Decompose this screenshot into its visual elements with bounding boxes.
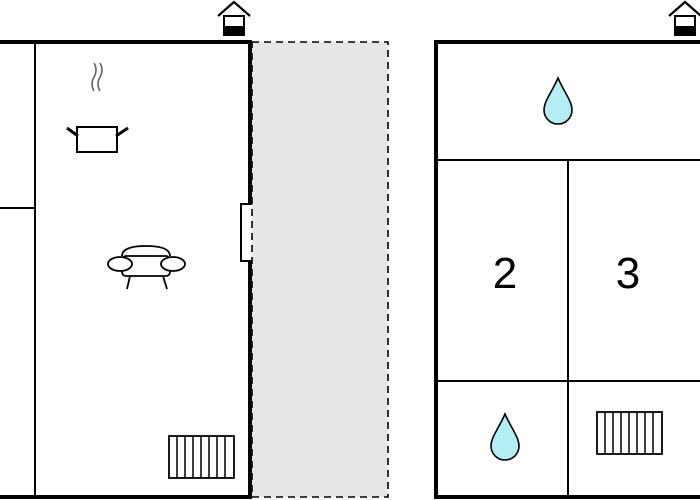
left-building: [0, 40, 262, 499]
entrance-house-icon: [668, 0, 700, 36]
radiator-icon: [168, 435, 235, 479]
cooking-pot-icon: [66, 62, 129, 153]
entrance-house-icon: [217, 0, 251, 36]
room-bedroom-2: 2: [493, 249, 517, 298]
radiator-icon: [596, 411, 663, 455]
room-number-3: 3: [616, 249, 640, 298]
water-drop-icon: [543, 75, 573, 125]
water-drop-icon: [490, 411, 520, 461]
room-terrace: [251, 41, 389, 498]
sofa-icon: [107, 245, 186, 290]
left-building-outer-wall: [0, 40, 252, 499]
room-number-2: 2: [493, 249, 517, 298]
room-bedroom-3: 3: [616, 249, 640, 298]
right-building: 2 3: [434, 40, 700, 499]
